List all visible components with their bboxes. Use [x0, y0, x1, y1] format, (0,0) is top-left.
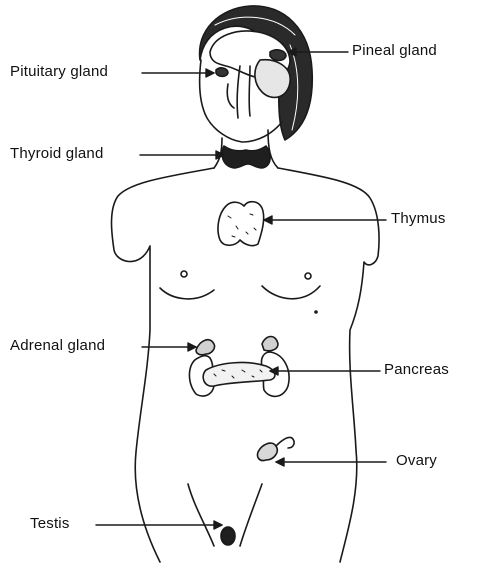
adrenal-left-shape [196, 340, 215, 355]
testis-shape [221, 527, 235, 545]
thymus-label: Thymus [391, 210, 446, 227]
thymus-arrowhead [264, 216, 272, 224]
pineal-gland-shape [270, 50, 286, 61]
ovary-shape [257, 443, 277, 460]
testis-arrowhead [214, 521, 222, 529]
chest-right [262, 286, 320, 299]
leg-inner-left [188, 484, 214, 546]
nose [227, 84, 234, 108]
navel [315, 311, 317, 313]
torso-right [278, 168, 379, 562]
nipple-right [305, 273, 311, 279]
fallopian-tube [276, 437, 294, 448]
pituitary-gland-label: Pituitary gland [10, 63, 108, 80]
ovary-arrowhead [276, 458, 284, 466]
thymus-shape [218, 202, 264, 246]
adrenal-arrowhead [188, 343, 196, 351]
chest-left [160, 288, 214, 299]
thyroid-gland-shape [222, 146, 270, 168]
testis-label: Testis [30, 515, 70, 532]
pituitary-gland-shape [216, 68, 228, 77]
nipple-left [181, 271, 187, 277]
adrenal-right-shape [262, 337, 278, 351]
pineal-gland-label: Pineal gland [352, 42, 437, 59]
pointer-lines [96, 48, 386, 529]
leg-inner-right [240, 484, 262, 546]
pituitary-arrowhead [206, 69, 214, 77]
ovary-label: Ovary [396, 452, 437, 469]
adrenal-gland-label: Adrenal gland [10, 337, 105, 354]
pancreas-label: Pancreas [384, 361, 449, 378]
thyroid-gland-label: Thyroid gland [10, 145, 104, 162]
